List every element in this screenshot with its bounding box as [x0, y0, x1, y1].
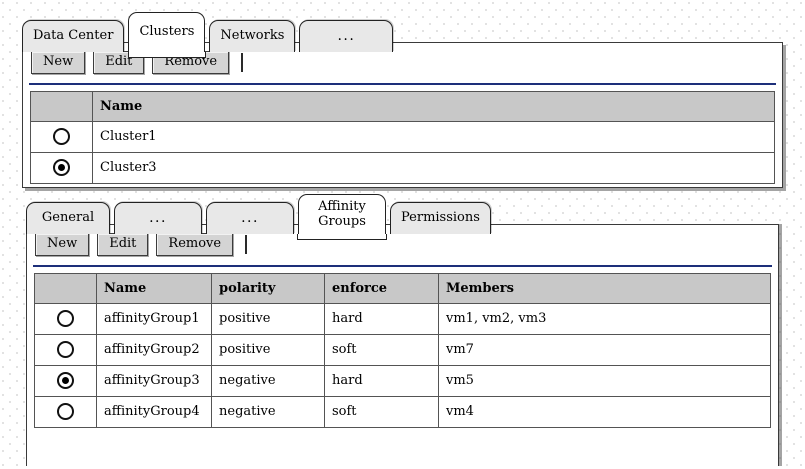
tab-affinity-groups-label: Affinity Groups	[318, 198, 366, 229]
affinity-enforce-cell: hard	[324, 364, 439, 397]
cluster-row-radio-cell[interactable]	[30, 120, 93, 153]
table-row[interactable]: Cluster1	[30, 120, 775, 153]
tab-more-sub-1[interactable]: ...	[114, 202, 202, 234]
affinity-row-radio-cell[interactable]	[34, 364, 97, 397]
radio-selected-icon[interactable]	[53, 159, 70, 177]
affinity-header-row: Name polarity enforce Members	[34, 272, 771, 304]
affinity-row-radio-cell[interactable]	[34, 302, 97, 335]
affinity-polarity-cell: positive	[211, 333, 325, 366]
table-row[interactable]: affinityGroup2 positive soft vm7	[34, 333, 771, 366]
cluster-name-cell: Cluster3	[92, 151, 775, 184]
affinity-members-cell: vm5	[438, 364, 771, 397]
affinity-polarity-cell: negative	[211, 395, 325, 428]
clusters-panel: New Edit Remove Name Cluster1	[22, 42, 783, 188]
affinity-members-cell: vm1, vm2, vm3	[438, 302, 771, 335]
radio-icon[interactable]	[57, 341, 74, 359]
main-tab-strip: Data Center Clusters Networks ...	[22, 12, 394, 58]
table-row[interactable]: affinityGroup3 negative hard vm5	[34, 364, 771, 397]
clusters-toolbar-separator	[241, 53, 244, 73]
clusters-toolbar-rule	[29, 83, 776, 85]
tab-more-sub-2[interactable]: ...	[206, 202, 294, 234]
affinity-row-radio-cell[interactable]	[34, 395, 97, 428]
affinity-header-select	[34, 272, 97, 304]
affinity-polarity-cell: positive	[211, 302, 325, 335]
tab-data-center[interactable]: Data Center	[22, 20, 125, 52]
tab-permissions-label: Permissions	[401, 210, 480, 226]
tab-more-main[interactable]: ...	[299, 20, 394, 52]
affinity-name-cell: affinityGroup4	[96, 395, 212, 428]
table-row[interactable]: affinityGroup1 positive hard vm1, vm2, v…	[34, 302, 771, 335]
affinity-toolbar-separator	[245, 235, 248, 255]
affinity-header-name: Name	[96, 272, 212, 304]
tab-clusters[interactable]: Clusters	[127, 12, 206, 58]
tab-clusters-label: Clusters	[139, 24, 195, 40]
affinity-header-polarity: polarity	[211, 272, 325, 304]
affinity-name-cell: affinityGroup1	[96, 302, 212, 335]
tab-more-sub-2-label: ...	[241, 209, 259, 226]
affinity-members-cell: vm4	[438, 395, 771, 428]
sub-tab-strip: General ... ... Affinity Groups Permissi…	[26, 194, 491, 240]
radio-icon[interactable]	[57, 310, 74, 328]
radio-icon[interactable]	[57, 403, 74, 421]
affinity-enforce-cell: soft	[324, 333, 439, 366]
tab-data-center-label: Data Center	[33, 28, 114, 44]
clusters-header-row: Name	[30, 90, 775, 122]
affinity-toolbar-rule	[33, 265, 772, 267]
affinity-table-wrap: Name polarity enforce Members affinityGr…	[27, 267, 778, 428]
tab-networks[interactable]: Networks	[209, 20, 296, 52]
affinity-enforce-cell: soft	[324, 395, 439, 428]
tab-permissions[interactable]: Permissions	[390, 202, 491, 234]
affinity-groups-panel: New Edit Remove Name polarity enforce Me…	[26, 224, 779, 466]
affinity-header-enforce: enforce	[324, 272, 439, 304]
radio-selected-icon[interactable]	[57, 372, 74, 390]
affinity-enforce-cell: hard	[324, 302, 439, 335]
affinity-new-button[interactable]: New	[35, 233, 90, 257]
affinity-members-cell: vm7	[438, 333, 771, 366]
affinity-remove-button[interactable]: Remove	[156, 233, 234, 257]
affinity-row-radio-cell[interactable]	[34, 333, 97, 366]
tab-more-sub-1-label: ...	[149, 209, 167, 226]
clusters-table-wrap: Name Cluster1 Cluster3	[23, 85, 782, 184]
affinity-polarity-cell: negative	[211, 364, 325, 397]
clusters-table: Name Cluster1 Cluster3	[30, 90, 775, 184]
cluster-row-radio-cell[interactable]	[30, 151, 93, 184]
affinity-groups-table: Name polarity enforce Members affinityGr…	[34, 272, 771, 428]
tab-more-main-label: ...	[337, 27, 356, 44]
tab-networks-label: Networks	[220, 28, 285, 44]
radio-icon[interactable]	[53, 128, 70, 146]
tab-general-label: General	[41, 210, 95, 226]
clusters-header-name: Name	[92, 90, 775, 122]
affinity-edit-button[interactable]: Edit	[97, 233, 149, 257]
affinity-header-members: Members	[438, 272, 771, 304]
clusters-header-select	[30, 90, 93, 122]
affinity-name-cell: affinityGroup3	[96, 364, 212, 397]
clusters-new-button[interactable]: New	[31, 51, 86, 75]
table-row[interactable]: affinityGroup4 negative soft vm4	[34, 395, 771, 428]
affinity-name-cell: affinityGroup2	[96, 333, 212, 366]
cluster-name-cell: Cluster1	[92, 120, 775, 153]
table-row[interactable]: Cluster3	[30, 151, 775, 184]
tab-affinity-groups[interactable]: Affinity Groups	[297, 194, 387, 240]
tab-general[interactable]: General	[26, 202, 110, 234]
